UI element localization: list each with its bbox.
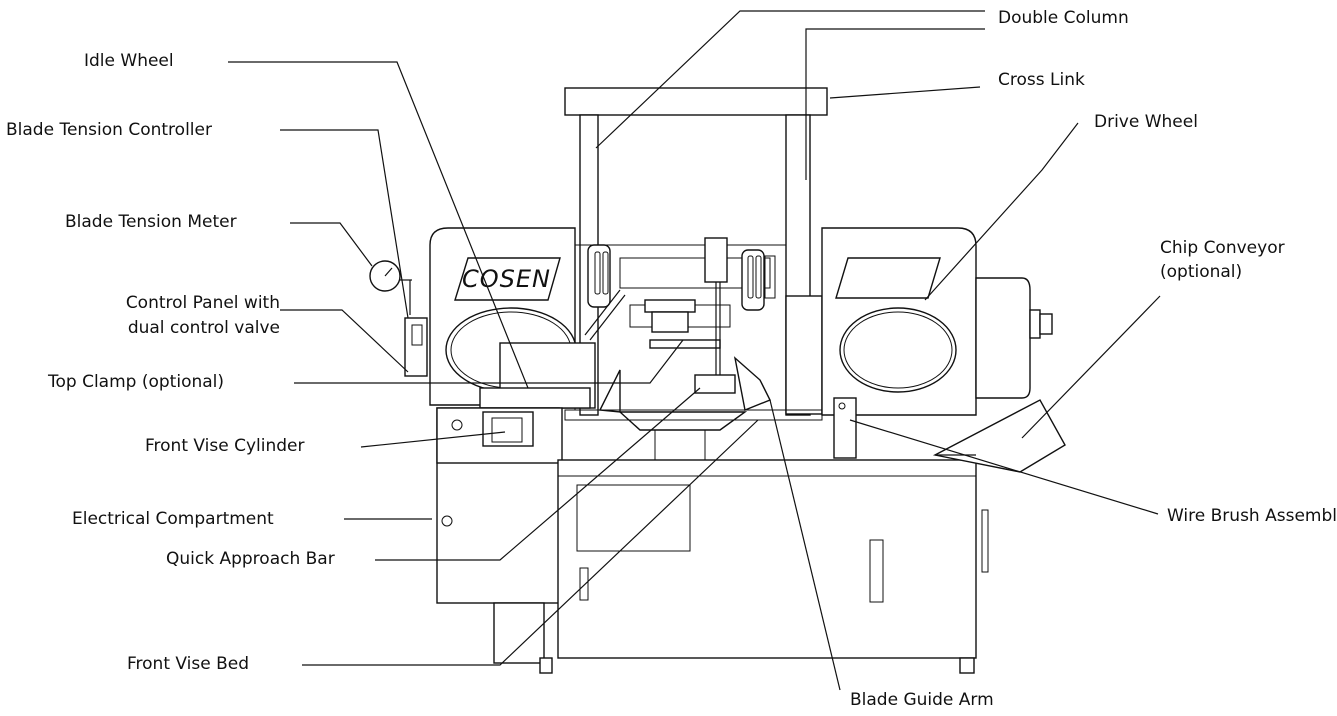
- label-drive-wheel: Drive Wheel: [1094, 112, 1198, 132]
- label-double-column: Double Column: [998, 8, 1129, 28]
- label-front-vise-bed: Front Vise Bed: [127, 654, 250, 674]
- leader-lines: [228, 10, 1161, 691]
- wire-brush-part: [833, 397, 857, 459]
- label-quick-approach-bar: Quick Approach Bar: [166, 549, 335, 569]
- label-chip-conveyor-line2: (optional): [1160, 262, 1243, 282]
- label-blade-guide-arm: Blade Guide Arm: [850, 690, 994, 710]
- front-vise-cylinder-part: [482, 411, 534, 447]
- brand-logo: COSEN: [462, 265, 551, 293]
- cross-link-part: [564, 87, 828, 116]
- label-cross-link: Cross Link: [998, 70, 1085, 90]
- drive-wheel: [839, 307, 957, 393]
- chip-conveyor-part: [932, 399, 1066, 473]
- label-wire-brush-assembly: Wire Brush Assembly: [1167, 506, 1337, 526]
- main-base: [557, 459, 977, 659]
- label-electrical-compartment: Electrical Compartment: [72, 509, 274, 529]
- label-chip-conveyor-line1: Chip Conveyor: [1160, 238, 1285, 258]
- label-blade-tension-meter: Blade Tension Meter: [65, 212, 237, 232]
- label-top-clamp: Top Clamp (optional): [48, 372, 225, 392]
- label-control-panel-line2: dual control valve: [127, 318, 280, 338]
- label-front-vise-cylinder: Front Vise Cylinder: [145, 436, 305, 456]
- label-idle-wheel: Idle Wheel: [84, 51, 174, 71]
- label-control-panel-line1: Control Panel with: [125, 293, 280, 313]
- column-sleeve: [785, 295, 823, 415]
- label-blade-tension-controller: Blade Tension Controller: [6, 120, 212, 140]
